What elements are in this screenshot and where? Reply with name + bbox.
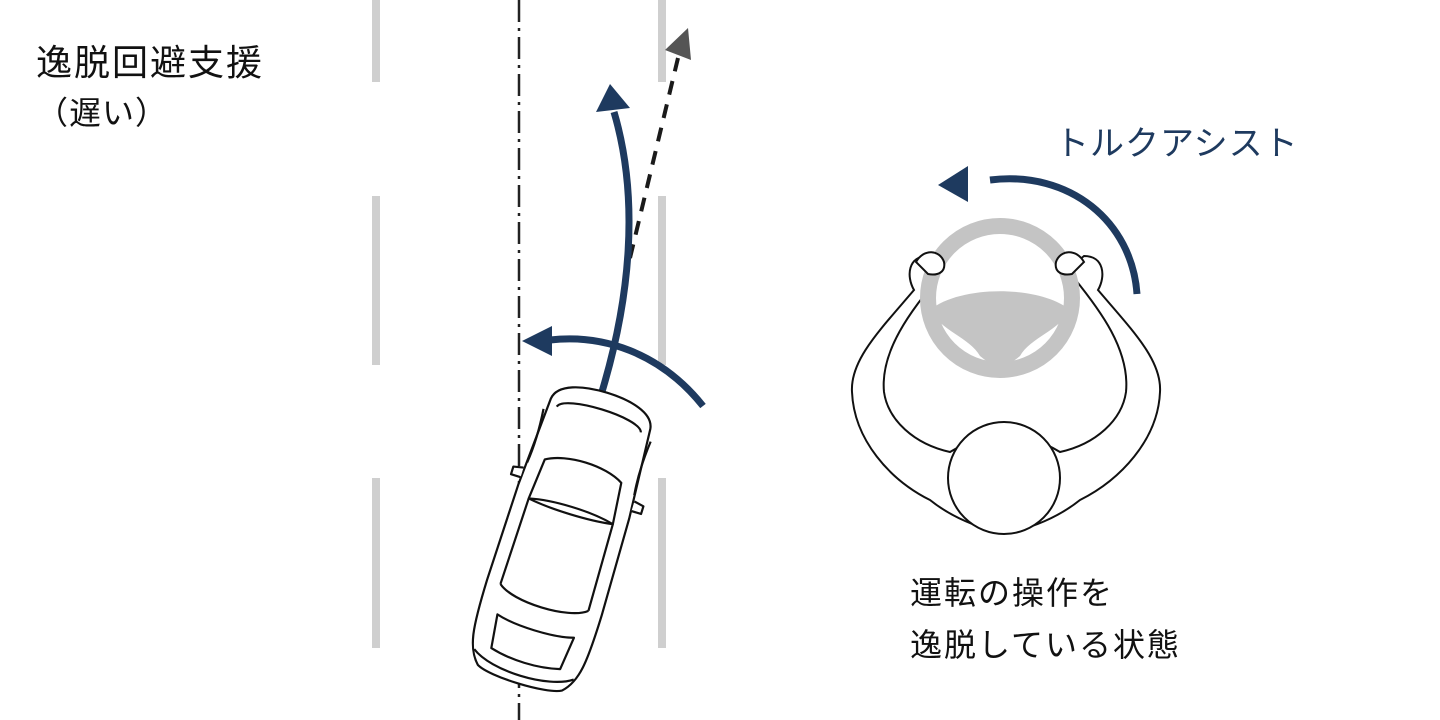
torque-assist-arrow xyxy=(989,175,1141,295)
car-top-view xyxy=(471,386,652,693)
caption-line-2: 逸脱している状態 xyxy=(910,626,1182,664)
left-hand xyxy=(914,251,946,276)
torque-assist-arrowhead xyxy=(938,166,968,202)
driver-arms xyxy=(850,254,1162,534)
steering-wheel xyxy=(920,218,1080,378)
right-hand xyxy=(1054,251,1086,276)
predicted-path-arrow xyxy=(628,57,680,259)
predicted-path-arrowhead xyxy=(665,28,691,60)
torque-assist-label: トルクアシスト xyxy=(1055,124,1299,164)
car-rotation-arrow xyxy=(549,335,706,409)
driver-head xyxy=(947,421,1061,535)
page-title: 逸脱回避支援 xyxy=(36,43,265,84)
caption-line-1: 運転の操作を xyxy=(910,574,1115,612)
page-subtitle: （遅い） xyxy=(36,94,169,132)
corrected-path-arrow xyxy=(597,111,633,397)
driver-figure xyxy=(850,218,1162,535)
corrected-path-arrowhead xyxy=(596,84,630,112)
car-rotation-arrowhead xyxy=(522,326,552,356)
